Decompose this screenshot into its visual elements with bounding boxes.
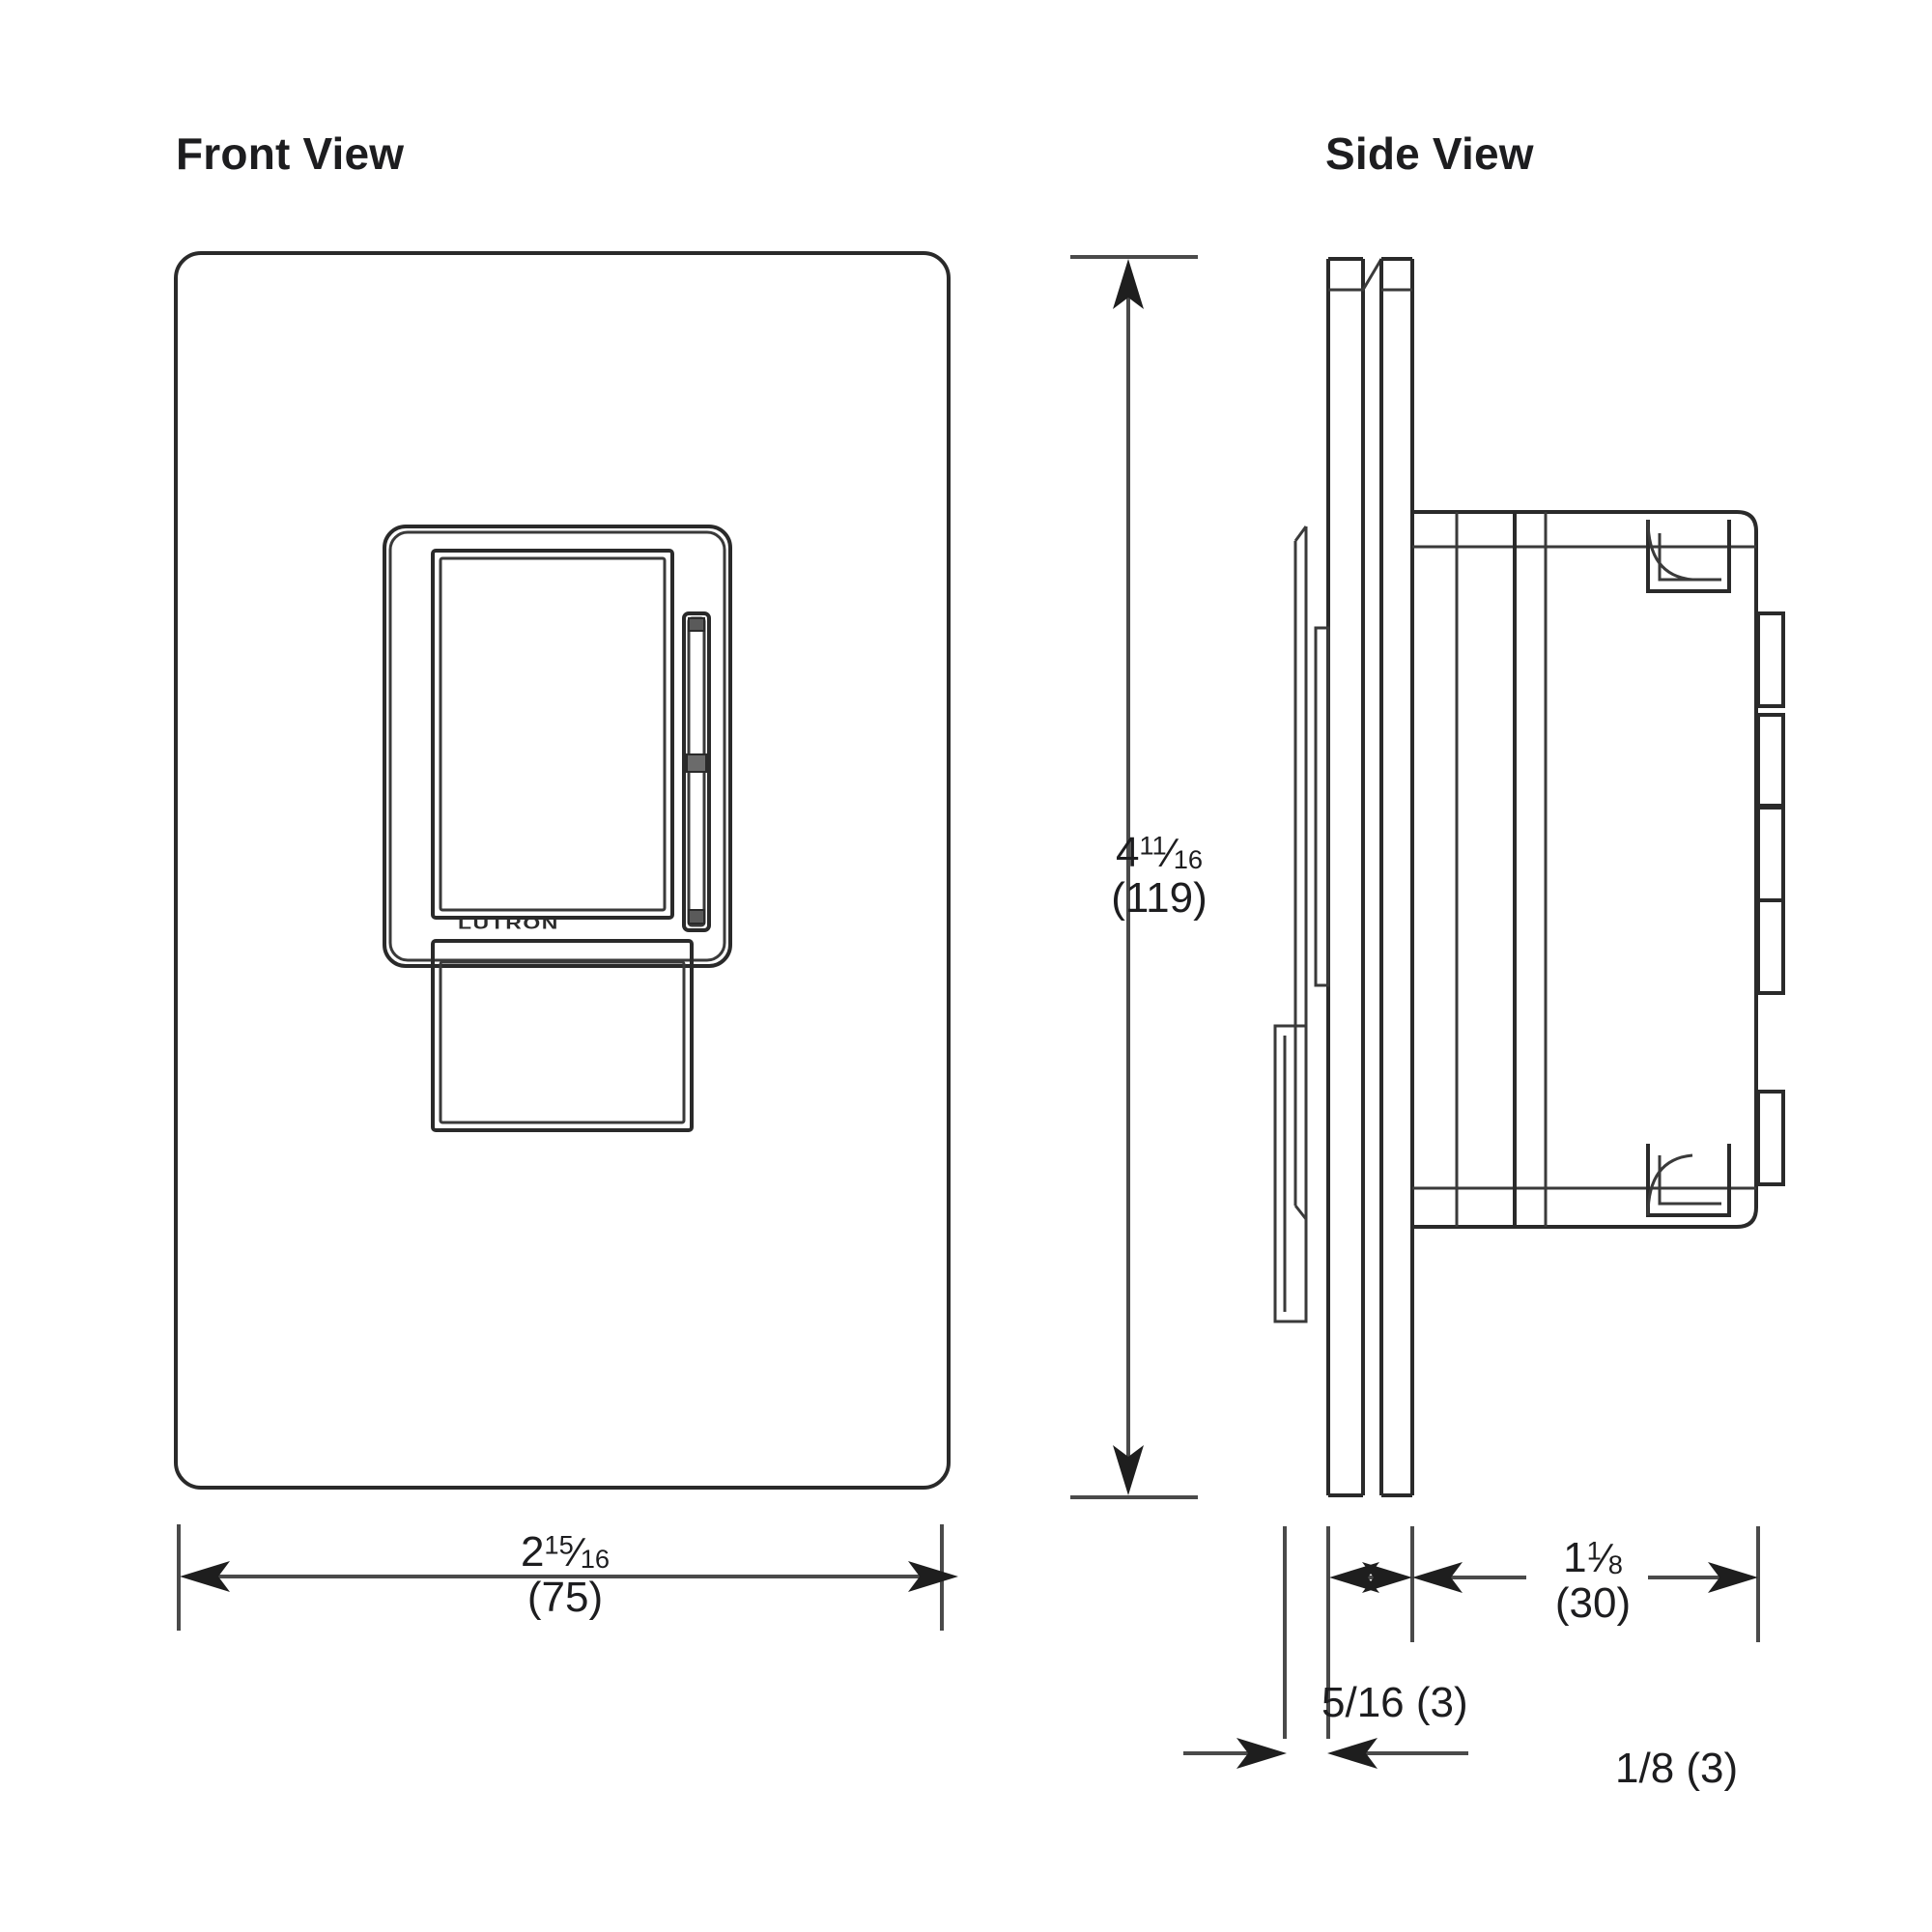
corner-bracket-upper (1646, 520, 1731, 593)
side-trim-outer-left-cap-top (1293, 526, 1308, 542)
wallplate-outline (174, 251, 951, 1490)
side-trim-outer-left-cap-bottom (1293, 1205, 1308, 1220)
mounting-tab-5 (1756, 1090, 1785, 1186)
lower-button-inner (439, 960, 686, 1124)
width-arrow-left (180, 1561, 230, 1592)
dimension-label-plate-thickness: 5/16 (3) (1321, 1679, 1468, 1726)
width-arrow-right (908, 1561, 958, 1592)
side-trim-outer-left (1293, 526, 1308, 1219)
left-detail-bar-upper (1314, 626, 1330, 987)
plate-thickness-arrow-right (1362, 1562, 1412, 1593)
wallplate-notch (1328, 258, 1383, 292)
corner-bracket-upper-inner (1658, 533, 1721, 582)
dimension-width-metric: (75) (526, 1573, 604, 1621)
dimension-depth-metric: (30) (1554, 1578, 1632, 1627)
dimension-label-width: 215⁄16 (75) (406, 1528, 724, 1621)
lutron-logo: LUTRON (458, 912, 559, 933)
lower-button-outer[interactable] (431, 939, 694, 1132)
slider-top-cap (688, 617, 705, 632)
front-view-title: Front View (176, 128, 405, 179)
height-arrow-top (1113, 259, 1144, 309)
slider-thumb[interactable] (686, 753, 707, 773)
corner-bracket-upper-curve (1646, 519, 1693, 582)
slider-bottom-cap (688, 909, 705, 924)
left-strap-ear (1273, 1024, 1308, 1323)
dimension-height-fraction: 411⁄16 (1115, 829, 1204, 876)
dimmer-faceplate-inner (388, 530, 726, 962)
vertical-slider-track-inner (687, 616, 706, 927)
dimension-width-fraction: 215⁄16 (520, 1528, 611, 1576)
mounting-tab-4 (1756, 898, 1785, 995)
dimension-label-depth: 11⁄8 (30) (1501, 1534, 1685, 1627)
gap-arrow-left (1236, 1738, 1287, 1769)
upper-tap-button-inner (439, 556, 667, 912)
gap-arrow-right (1327, 1738, 1378, 1769)
device-body-outline (1412, 510, 1758, 1229)
height-arrow-bottom (1113, 1445, 1144, 1495)
depth-arrow-right (1708, 1562, 1758, 1593)
dimension-label-height: 411⁄16 (119) (1072, 829, 1246, 922)
mounting-tab-3 (1756, 806, 1785, 902)
corner-bracket-lower (1646, 1144, 1731, 1217)
plate-thickness-arrow-left (1329, 1562, 1379, 1593)
dimmer-faceplate-outline (383, 525, 732, 968)
corner-bracket-lower-curve (1646, 1153, 1693, 1216)
mounting-tab-2 (1756, 713, 1785, 808)
upper-tap-button-outer[interactable] (431, 549, 674, 920)
wallplate-edge-left (1326, 259, 1365, 1495)
dimension-depth-fraction: 11⁄8 (1563, 1534, 1623, 1581)
side-view-title: Side View (1325, 128, 1534, 179)
dimension-height-metric: (119) (1111, 873, 1208, 922)
vertical-slider-track[interactable] (682, 611, 711, 932)
mounting-tab-1 (1756, 611, 1785, 708)
corner-bracket-lower-inner (1658, 1155, 1721, 1206)
depth-arrow-left (1412, 1562, 1463, 1593)
wallplate-edge-right (1379, 259, 1414, 1495)
dimension-label-gap: 1/8 (3) (1615, 1745, 1739, 1792)
